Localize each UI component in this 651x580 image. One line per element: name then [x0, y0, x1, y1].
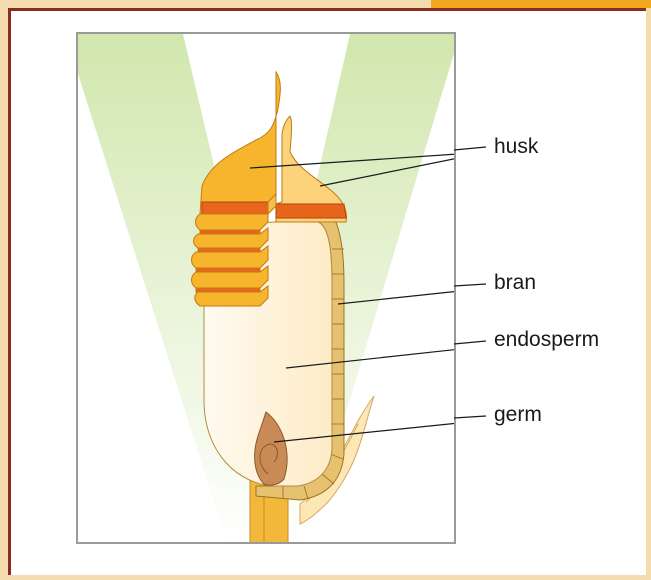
page-background [0, 0, 431, 8]
husk-rings [192, 214, 269, 306]
label-germ: germ [494, 403, 542, 427]
husk-rim [202, 202, 268, 214]
grain-diagram [78, 34, 456, 544]
husk-left [200, 72, 280, 214]
label-husk: husk [494, 135, 538, 159]
label-bran: bran [494, 271, 536, 295]
label-endosperm: endosperm [494, 328, 599, 352]
diagram-frame [76, 32, 456, 544]
accent-tab [431, 0, 651, 8]
